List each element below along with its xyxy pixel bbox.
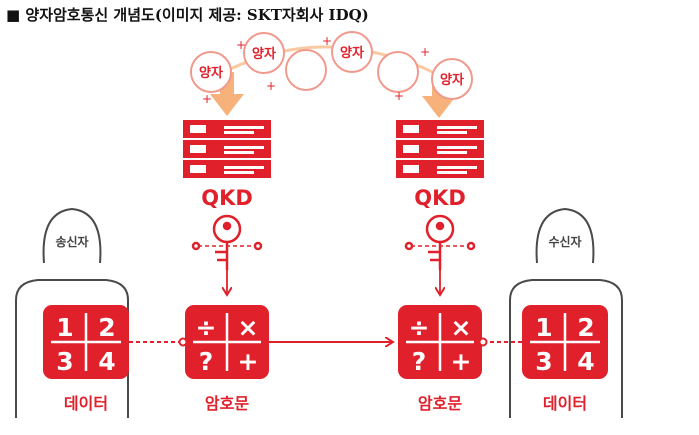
quantum-label-1: 양자 (199, 66, 223, 81)
cipher-left-symbol-2: × (238, 313, 259, 342)
caption: ■ 양자암호통신 개념도(이미지 제공: SKT자회사 IDQ) (6, 6, 369, 24)
quantum-label-3: 양자 (340, 46, 364, 61)
cipher-left-symbol-1: ÷ (196, 313, 217, 342)
quantum-label-4: 양자 (440, 73, 464, 88)
quantum-particle-4 (431, 58, 473, 100)
cipher-left-symbol-3: ? (199, 347, 214, 376)
qkd-label-right: QKD (414, 186, 466, 210)
quantum-particle-1 (190, 51, 232, 93)
receiver-digit-3: 3 (535, 347, 552, 376)
sender-data-card (43, 305, 129, 379)
cipher-card-right (398, 305, 482, 379)
qkd-server-right (396, 120, 484, 178)
sender-digit-3: 3 (56, 347, 73, 376)
svg-text:+: + (420, 45, 430, 59)
receiver-digit-4: 4 (577, 347, 594, 376)
sender-digit-1: 1 (56, 313, 73, 342)
svg-text:+: + (266, 79, 276, 93)
quantum-label-2: 양자 (252, 47, 276, 62)
sender-data-label: 데이터 (64, 394, 108, 413)
cipher-card-left (185, 305, 269, 379)
svg-text:+: + (394, 89, 404, 103)
qkd-server-left (183, 120, 271, 178)
cipher-right-symbol-1: ÷ (409, 313, 430, 342)
receiver-digit-1: 1 (535, 313, 552, 342)
quantum-particle-3 (331, 31, 373, 73)
right-arrow-head (422, 96, 456, 118)
key-icon-right (404, 214, 476, 294)
cipher-right-symbol-4: + (451, 347, 472, 376)
receiver-data-card (522, 305, 608, 379)
sender-digit-4: 4 (98, 347, 115, 376)
cipher-right-symbol-3: ? (412, 347, 427, 376)
quantum-particle-2 (243, 32, 285, 74)
receiver-figure (509, 207, 623, 418)
svg-text:+: + (236, 38, 246, 52)
cipher-right-symbol-2: × (451, 313, 472, 342)
cipher-label-right: 암호문 (418, 394, 462, 413)
qkd-label-left: QKD (201, 186, 253, 210)
sender-role: 송신자 (55, 234, 88, 249)
receiver-digit-2: 2 (577, 313, 594, 342)
key-icon-left (191, 214, 263, 294)
cipher-left-symbol-4: + (238, 347, 259, 376)
svg-text:+: + (322, 34, 332, 48)
sparkles: + + + + + + (202, 34, 430, 106)
sender-digit-2: 2 (98, 313, 115, 342)
quantum-particle-empty-2 (377, 51, 419, 93)
cipher-label-left: 암호문 (205, 394, 249, 413)
sender-figure (15, 207, 129, 418)
left-arrow-head (210, 94, 244, 116)
receiver-link-node (478, 337, 488, 347)
sender-link-node (178, 337, 188, 347)
svg-text:+: + (202, 92, 212, 106)
receiver-role: 수신자 (548, 234, 581, 249)
quantum-channel: 양자 양자 양자 양자 + + + + + + (190, 31, 473, 118)
receiver-data-label: 데이터 (543, 394, 587, 413)
quantum-particle-empty-1 (285, 49, 327, 91)
